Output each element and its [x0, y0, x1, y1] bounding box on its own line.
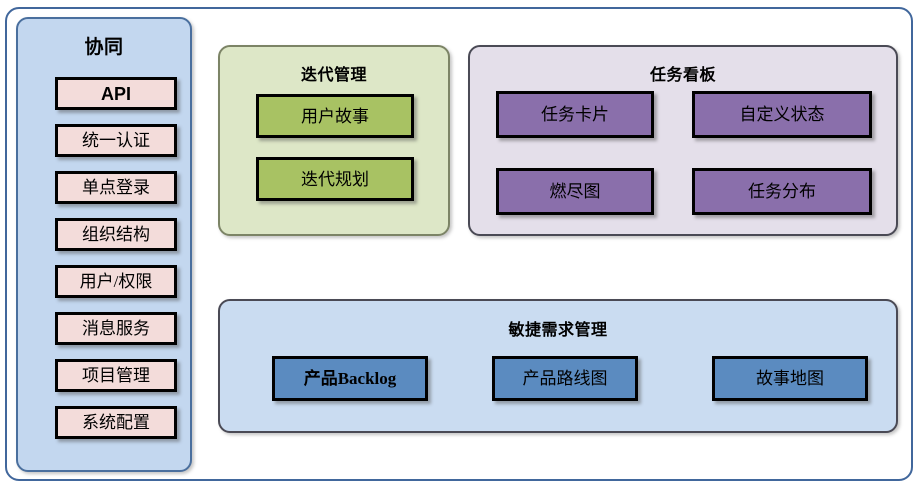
outer-frame — [5, 7, 913, 481]
taskboard-item-label: 任务分布 — [748, 182, 816, 201]
sidebar-item-users-permissions[interactable]: 用户/权限 — [55, 265, 177, 298]
panel-iteration-management[interactable]: 迭代管理 用户故事 迭代规划 — [218, 45, 450, 236]
iteration-item-label: 迭代规划 — [301, 169, 369, 189]
taskboard-item-task-distribution[interactable]: 任务分布 — [692, 168, 872, 215]
panel-task-board[interactable]: 任务看板 任务卡片 自定义状态 燃尽图 任务分布 — [468, 45, 898, 236]
sidebar-item-label: 用户/权限 — [79, 272, 153, 291]
panel-collaboration-title: 协同 — [84, 37, 124, 58]
sidebar-item-api[interactable]: API — [55, 77, 177, 110]
sidebar-item-org-structure[interactable]: 组织结构 — [55, 218, 177, 251]
sidebar-item-label: 组织结构 — [82, 225, 150, 244]
agile-item-label: 故事地图 — [756, 369, 824, 388]
sidebar-item-label: API — [100, 83, 131, 104]
taskboard-item-burndown-chart[interactable]: 燃尽图 — [496, 168, 654, 215]
taskboard-item-label: 任务卡片 — [541, 105, 609, 124]
sidebar-item-label: 消息服务 — [82, 319, 150, 338]
agile-item-label: 产品路线图 — [522, 369, 608, 388]
panel-agile-requirements[interactable]: 敏捷需求管理 产品Backlog 产品路线图 故事地图 — [218, 299, 898, 433]
taskboard-item-label: 燃尽图 — [549, 182, 601, 201]
iteration-item-label: 用户故事 — [301, 106, 369, 126]
iteration-item-iteration-planning[interactable]: 迭代规划 — [256, 157, 414, 201]
sidebar-item-message-service[interactable]: 消息服务 — [55, 312, 177, 345]
panel-collaboration[interactable]: 协同 API 统一认证 单点登录 组织结构 用户/权限 消息服务 项目管理 系统… — [16, 17, 192, 472]
taskboard-item-label: 自定义状态 — [739, 105, 825, 124]
taskboard-item-task-card[interactable]: 任务卡片 — [496, 91, 654, 138]
agile-item-label: 产品Backlog — [303, 369, 397, 388]
sidebar-item-label: 单点登录 — [82, 178, 150, 197]
taskboard-item-custom-status[interactable]: 自定义状态 — [692, 91, 872, 138]
sidebar-item-unified-auth[interactable]: 统一认证 — [55, 124, 177, 157]
panel-task-board-title: 任务看板 — [649, 67, 716, 84]
sidebar-item-project-management[interactable]: 项目管理 — [55, 359, 177, 392]
panel-iteration-management-title: 迭代管理 — [300, 67, 367, 84]
sidebar-item-label: 项目管理 — [82, 366, 150, 385]
agile-item-product-backlog[interactable]: 产品Backlog — [272, 356, 428, 401]
sidebar-item-single-sign-on[interactable]: 单点登录 — [55, 171, 177, 204]
agile-item-product-roadmap[interactable]: 产品路线图 — [492, 356, 638, 401]
iteration-item-user-story[interactable]: 用户故事 — [256, 94, 414, 138]
sidebar-item-label: 统一认证 — [82, 131, 150, 150]
panel-agile-requirements-title: 敏捷需求管理 — [508, 322, 608, 339]
sidebar-item-label: 系统配置 — [82, 413, 150, 432]
agile-item-story-map[interactable]: 故事地图 — [712, 356, 868, 401]
sidebar-item-system-config[interactable]: 系统配置 — [55, 406, 177, 439]
